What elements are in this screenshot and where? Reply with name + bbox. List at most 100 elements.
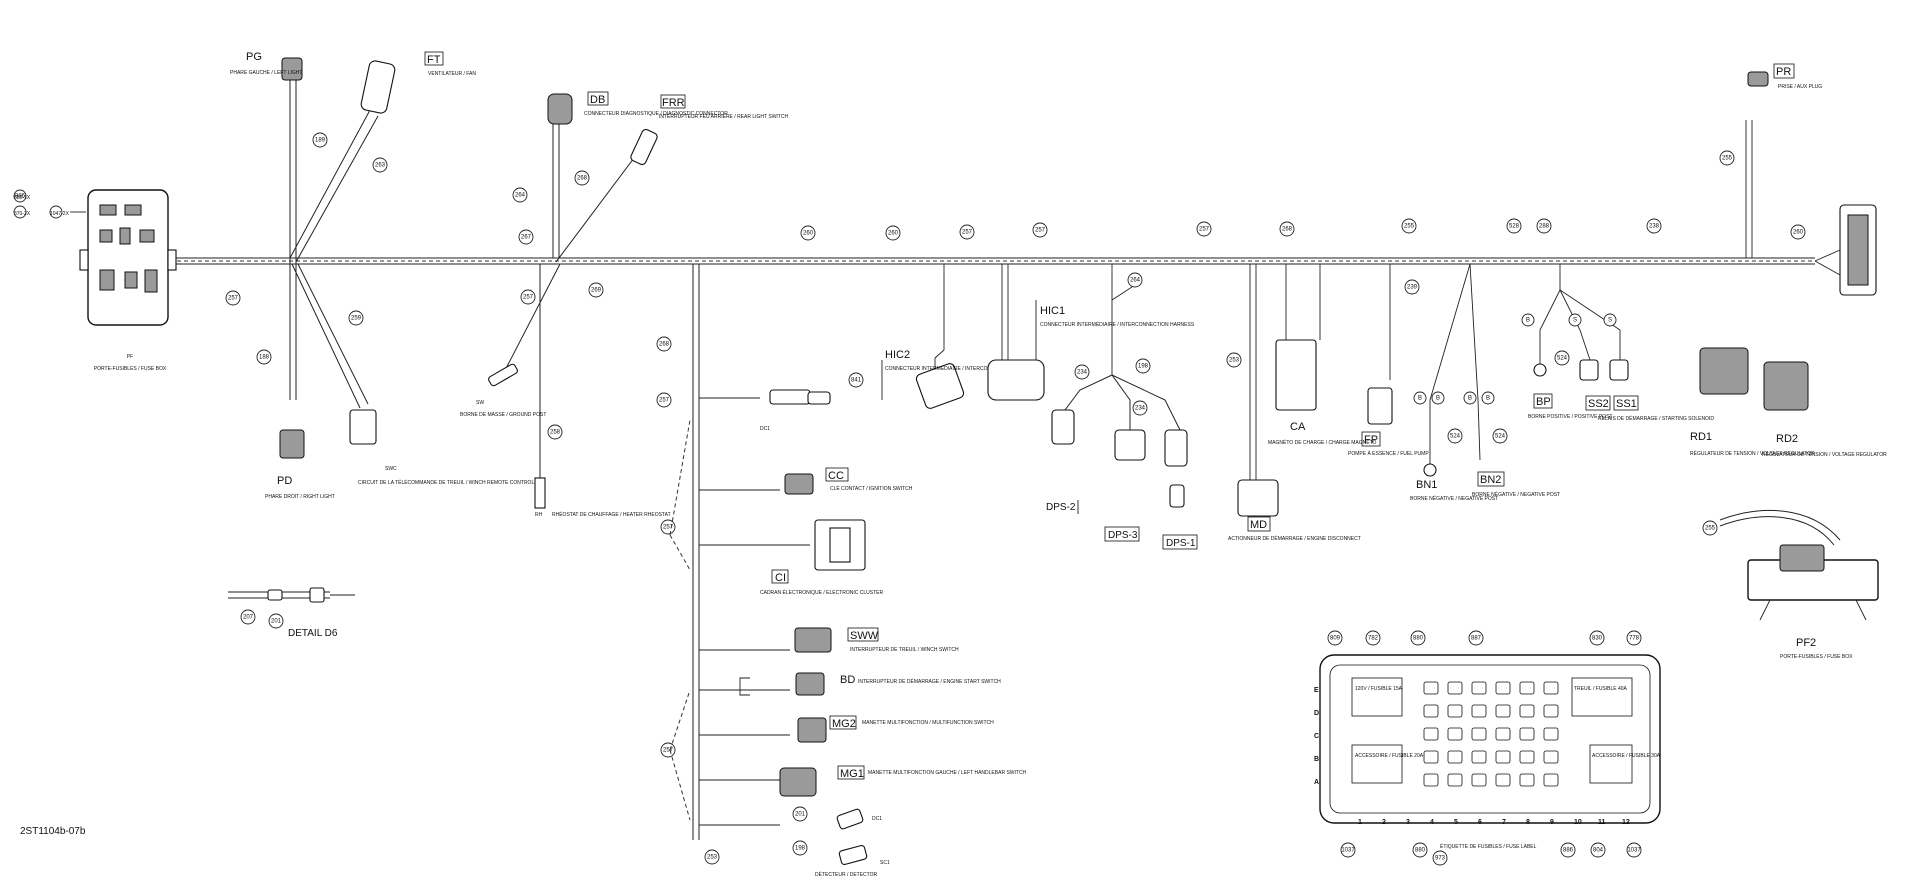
fuse-label-left-1: 120V / FUSIBLE 15A bbox=[1355, 686, 1403, 692]
connector-bn1-description: BORNE NÉGATIVE / NEGATIVE POST bbox=[1410, 495, 1498, 502]
second-branch: 264 268 267 269 257 258 bbox=[499, 120, 641, 480]
connector-mg2-description: MANETTE MULTIFONCTION / MULTIFUNCTION SW… bbox=[862, 720, 994, 726]
fuse-slot bbox=[1423, 773, 1439, 787]
svg-text:201: 201 bbox=[271, 619, 282, 625]
fuse-slot bbox=[1471, 681, 1487, 695]
fuse-slot bbox=[1495, 773, 1511, 787]
fuse-grid-col-label: 8 bbox=[1526, 819, 1530, 826]
connector-bn1-code: BN1 bbox=[1416, 479, 1437, 491]
connector-rd2-description: RÉGULATEUR DE TENSION / VOLTAGE REGULATO… bbox=[1762, 451, 1887, 458]
svg-text:524: 524 bbox=[1495, 434, 1506, 440]
svg-text:268: 268 bbox=[577, 176, 588, 182]
fuse-box-2-description: PORTE-FUSIBLES / FUSE BOX bbox=[1780, 654, 1853, 660]
svg-text:260: 260 bbox=[888, 231, 899, 237]
svg-text:782: 782 bbox=[1368, 636, 1379, 642]
connector-hic1: HIC1 CONNECTEUR INTERMÉDIAIRE / INTERCON… bbox=[987, 264, 1195, 401]
fuse-slot bbox=[1423, 681, 1439, 695]
svg-text:268: 268 bbox=[1282, 227, 1293, 233]
connector-sww: SWW INTERRUPTEUR DE TREUIL / WINCH SWITC… bbox=[794, 627, 959, 653]
connector-md-description: ACTIONNEUR DE DÉMARRAGE / ENGINE DISCONN… bbox=[1228, 535, 1361, 542]
connector-mg2: MG2 MANETTE MULTIFONCTION / MULTIFUNCTIO… bbox=[797, 715, 994, 743]
svg-text:198: 198 bbox=[1138, 364, 1149, 370]
svg-text:255: 255 bbox=[1722, 156, 1733, 162]
fuse-grid-col-label: 3 bbox=[1406, 819, 1410, 826]
svg-text:260: 260 bbox=[803, 231, 814, 237]
fuse-label-caption: ÉTIQUETTE DE FUSIBLES / FUSE LABEL bbox=[1440, 843, 1537, 850]
connector-frr-description: INTERRUPTEUR FEU ARRIÈRE / REAR LIGHT SW… bbox=[659, 113, 788, 120]
svg-text:257: 257 bbox=[228, 296, 239, 302]
svg-text:DC1: DC1 bbox=[872, 816, 882, 822]
fuse-grid-row-label: C bbox=[1314, 733, 1319, 740]
detail-d6-label: DETAIL D6 bbox=[288, 628, 338, 639]
svg-text:198: 198 bbox=[795, 846, 806, 852]
connector-ci-code: CI bbox=[775, 572, 786, 584]
fuse-slot bbox=[1495, 681, 1511, 695]
fuse-grid-col-label: 7 bbox=[1502, 819, 1506, 826]
fuse-slot bbox=[1471, 750, 1487, 764]
connector-bn2-code: BN2 bbox=[1480, 474, 1501, 486]
svg-text:269: 269 bbox=[591, 288, 602, 294]
connector-rd2: RD2 RÉGULATEUR DE TENSION / VOLTAGE REGU… bbox=[1762, 361, 1887, 458]
connector-frr-code: FRR bbox=[662, 97, 685, 109]
connector-mg1: MG1 MANETTE MULTIFONCTION GAUCHE / LEFT … bbox=[779, 765, 1027, 797]
drawing-id: 2ST1104b-07b bbox=[20, 826, 86, 837]
connector-pr: 255 PR PRISE / AUX PLUG bbox=[1719, 63, 1822, 258]
connector-ft-code: FT bbox=[427, 54, 441, 66]
svg-text:288: 288 bbox=[1539, 224, 1550, 230]
connector-ss1-description: RELAIS DE DÉMARRAGE / STARTING SOLENOID bbox=[1598, 415, 1714, 422]
svg-text:257: 257 bbox=[659, 398, 670, 404]
connector-ci: CI CADRAN ÉLECTRONIQUE / ELECTRONIC CLUS… bbox=[760, 519, 883, 596]
connector-dps-1: DPS-1 bbox=[1162, 534, 1198, 550]
svg-text:188: 188 bbox=[259, 355, 270, 361]
connector-sw-description: BORNE DE MASSE / GROUND POST bbox=[460, 412, 546, 418]
connector-rd1: RD1 RÉGULATEUR DE TENSION / VOLTAGE REGU… bbox=[1690, 347, 1815, 457]
connector-db-description: CONNECTEUR DIAGNOSTIQUE / DIAGNOSTIC CON… bbox=[584, 111, 728, 117]
connector-ss1: S SS1 RELAIS DE DÉMARRAGE / STARTING SOL… bbox=[1559, 289, 1714, 422]
connector-rh: RH RHÉOSTAT DE CHAUFFAGE / HEATER RHEOST… bbox=[534, 477, 671, 518]
connector-pg: PG PHARE GAUCHE / LEFT LIGHT bbox=[230, 51, 303, 81]
fuse-grid-col-label: 10 bbox=[1574, 819, 1582, 826]
connector-hic2: HIC2 CONNECTEUR INTERMÉDIAIRE / INTERCON… bbox=[881, 264, 1040, 409]
connector-frr: FRR INTERRUPTEUR FEU ARRIÈRE / REAR LIGH… bbox=[630, 94, 788, 166]
fuse-slot bbox=[1447, 773, 1463, 787]
svg-text:1037: 1037 bbox=[1341, 848, 1355, 854]
connector-swc: SWC CIRCUIT DE LA TÉLÉCOMMANDE DE TREUIL… bbox=[349, 409, 534, 486]
svg-text:253: 253 bbox=[707, 855, 718, 861]
svg-text:S: S bbox=[1573, 318, 1577, 324]
svg-text:257: 257 bbox=[663, 525, 674, 531]
svg-text:260: 260 bbox=[1793, 230, 1804, 236]
svg-text:257: 257 bbox=[1199, 227, 1210, 233]
fuse-grid-row-label: A bbox=[1314, 779, 1319, 786]
left-refs: 886 886-1X 370-2X 1047-2X bbox=[13, 189, 86, 219]
main-fuse-box: PF PORTE-FUSIBLES / FUSE BOX bbox=[79, 189, 177, 372]
fuse-label-right-2: ACCESSOIRE / FUSIBLE 30A bbox=[1592, 753, 1661, 759]
connector-db-code: DB bbox=[590, 94, 605, 106]
svg-text:257: 257 bbox=[1035, 228, 1046, 234]
svg-text:257: 257 bbox=[523, 295, 534, 301]
connector-hic2-description: CONNECTEUR INTERMÉDIAIRE / INTERCONNECTI… bbox=[885, 365, 1040, 372]
connector-dps-1-code: DPS-1 bbox=[1166, 538, 1196, 549]
detail-d6: 207 201 DETAIL D6 bbox=[228, 587, 355, 639]
svg-text:B: B bbox=[1468, 396, 1472, 402]
connector-bp-code: BP bbox=[1536, 396, 1551, 408]
connector-sc1: DÉTECTEUR / DETECTOR SC1 bbox=[815, 844, 890, 878]
svg-text:264: 264 bbox=[1130, 278, 1141, 284]
fuse-slot bbox=[1447, 704, 1463, 718]
svg-text:804: 804 bbox=[1593, 848, 1604, 854]
svg-text:841: 841 bbox=[851, 378, 862, 384]
connector-ci-description: CADRAN ÉLECTRONIQUE / ELECTRONIC CLUSTER bbox=[760, 589, 883, 596]
svg-text:257: 257 bbox=[962, 230, 973, 236]
fuse-slot bbox=[1471, 704, 1487, 718]
svg-text:528: 528 bbox=[1509, 224, 1520, 230]
dashboard-branch: 268 257 257 257 253 bbox=[642, 257, 810, 865]
svg-text:B: B bbox=[1418, 396, 1422, 402]
connector-bd: BD INTERRUPTEUR DE DÉMARRAGE / ENGINE ST… bbox=[739, 672, 1001, 696]
connector-mg2-code: MG2 bbox=[832, 718, 856, 730]
svg-text:258: 258 bbox=[550, 430, 561, 436]
trunk-refs: 260 260 257 257 257 268 255 528 288 238 … bbox=[800, 218, 1806, 241]
svg-text:267: 267 bbox=[521, 235, 532, 241]
connector-rh-code: RH bbox=[535, 512, 543, 518]
fuse-slot bbox=[1519, 681, 1535, 695]
connector-rh-description: RHÉOSTAT DE CHAUFFAGE / HEATER RHEOSTAT bbox=[552, 511, 671, 518]
